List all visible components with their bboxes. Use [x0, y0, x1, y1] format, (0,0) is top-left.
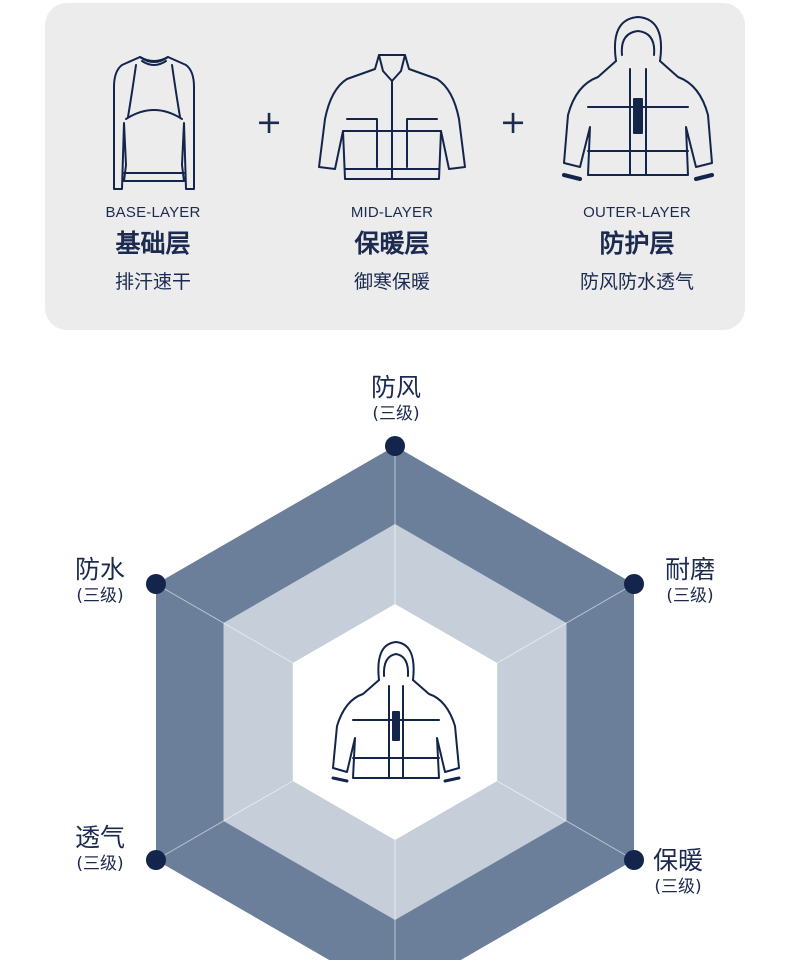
mid-layer-en-label: MID-LAYER [350, 204, 434, 221]
axis-label-waterproof: 防水 (三级) [50, 555, 150, 607]
axis-name: 保暖 [652, 846, 703, 875]
axis-level: (三级) [372, 404, 420, 424]
plus-sign-2: + [499, 103, 527, 141]
axis-name: 防水 [74, 555, 125, 584]
base-layer-en-label: BASE-LAYER [105, 204, 201, 221]
mid-layer-feature: 御寒保暖 [353, 271, 430, 293]
outer-layer-en-label: OUTER-LAYER [583, 204, 691, 221]
outer-layer-hooded-jacket-icon [562, 16, 714, 181]
base-layer-feature: 排汗速干 [114, 271, 191, 293]
axis-dot [145, 850, 166, 870]
axis-label-windproof: 防风 (三级) [346, 373, 446, 425]
axis-dot [385, 436, 405, 456]
outer-layer-cn-label: 防护层 [599, 229, 675, 258]
hexagon-spoke [155, 583, 294, 664]
base-layer-cn-label: 基础层 [115, 229, 191, 258]
axis-label-abrasion: 耐磨 (三级) [640, 555, 740, 607]
plus-sign-1: + [255, 103, 283, 141]
axis-name: 防风 [370, 373, 421, 402]
axis-level: (三级) [666, 586, 714, 606]
hexagon-spoke [496, 780, 635, 861]
axis-name: 透气 [74, 823, 125, 852]
axis-dot [624, 850, 645, 870]
axis-dots [145, 436, 645, 870]
hexagon-spoke [496, 583, 635, 664]
mid-layer-cn-label: 保暖层 [354, 229, 430, 258]
hooded-jacket-icon [331, 641, 461, 783]
axis-level: (三级) [76, 854, 124, 874]
mid-layer-jacket-icon [318, 54, 466, 180]
axis-level: (三级) [76, 586, 124, 606]
base-layer-shirt-icon [113, 56, 195, 190]
hexagon-spoke [155, 780, 294, 861]
hexagon-spokes [155, 446, 635, 960]
axis-dot [145, 574, 166, 594]
axis-label-breathable: 透气 (三级) [50, 823, 150, 875]
outer-layer-feature: 防风防水透气 [579, 271, 694, 293]
axis-level: (三级) [654, 877, 702, 897]
axis-dot [624, 574, 645, 594]
axis-name: 耐磨 [664, 555, 715, 584]
layer-system-card: BASE-LAYER 基础层 排汗速干 + MID-LAYER 保暖层 御寒保暖… [45, 3, 745, 330]
axis-label-warmth: 保暖 (三级) [628, 846, 728, 898]
